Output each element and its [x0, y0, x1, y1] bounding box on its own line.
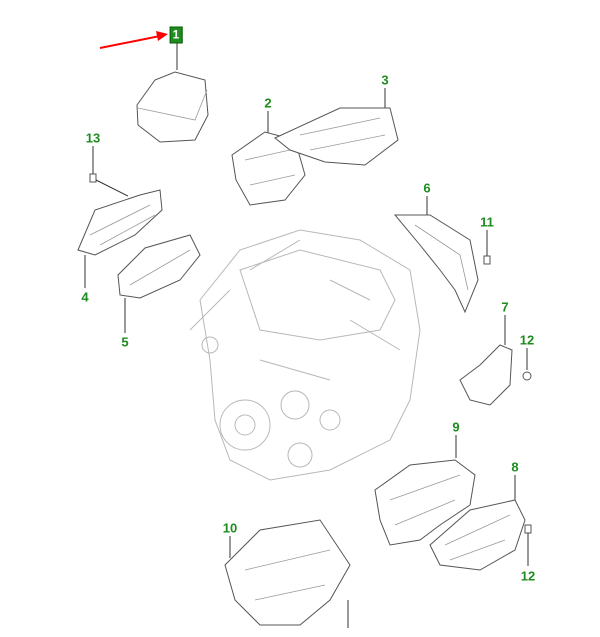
part-2-air-intake-duct: [231, 111, 306, 206]
part-6-heat-shield: [393, 196, 479, 314]
callout-4[interactable]: 4: [81, 289, 89, 305]
engine-assembly: [189, 229, 421, 481]
callout-12[interactable]: 12: [519, 332, 535, 348]
part-9-heat-shield: [374, 435, 476, 546]
callout-6[interactable]: 6: [423, 180, 431, 196]
callout-11[interactable]: 11: [480, 214, 494, 230]
part-10-undertray: [224, 519, 351, 628]
callout-7[interactable]: 7: [501, 299, 509, 315]
callout-13[interactable]: 13: [85, 130, 101, 146]
part-12-bolt-lower: [524, 524, 532, 566]
part-11-bolt: [483, 230, 491, 265]
callout-12-lower[interactable]: 12: [520, 568, 536, 584]
part-7-bracket: [459, 315, 513, 406]
callout-5[interactable]: 5: [121, 334, 129, 350]
callout-3[interactable]: 3: [381, 72, 389, 88]
callout-2[interactable]: 2: [264, 95, 272, 111]
part-8-heat-shield: [429, 475, 526, 571]
part-5-heat-shield: [117, 234, 201, 333]
part-13-bolt: [89, 146, 129, 197]
part-12-bolt: [522, 348, 532, 381]
callout-10[interactable]: 10: [222, 520, 238, 536]
part-4-heat-shield: [77, 189, 163, 288]
callout-8[interactable]: 8: [511, 459, 519, 475]
part-1-engine-cover: [136, 43, 209, 143]
callout-9[interactable]: 9: [452, 419, 460, 435]
part-3-top-cover: [274, 88, 399, 166]
callout-1[interactable]: 1: [169, 26, 183, 44]
highlight-arrow: [99, 31, 168, 49]
